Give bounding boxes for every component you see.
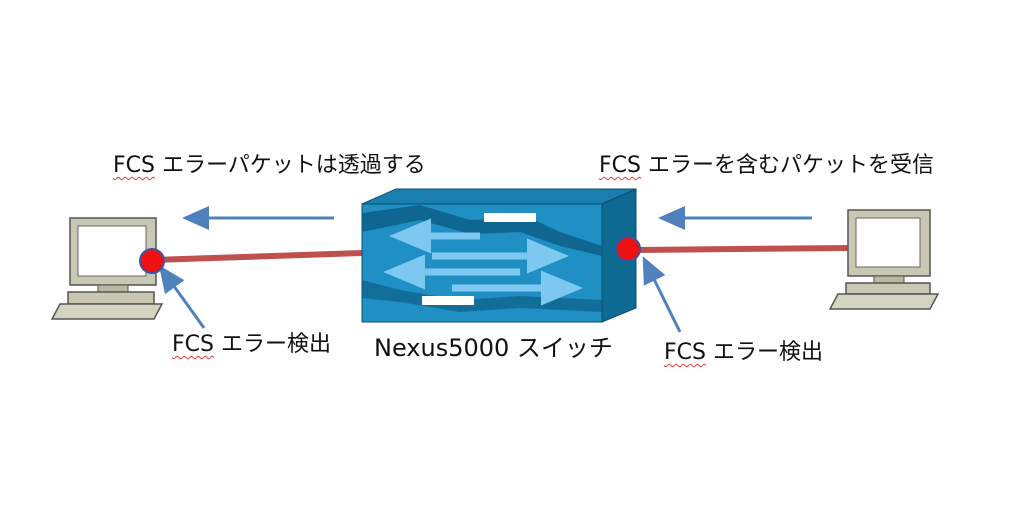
label-receive-error-packet: FCS エラーを含むパケットを受信 (599, 155, 934, 177)
fcs-term: FCS (599, 153, 641, 178)
label-text: エラーパケットは透過する (154, 153, 426, 178)
fcs-term: FCS (664, 340, 706, 365)
label-error-detect-left: FCS エラー検出 (172, 334, 331, 356)
label-text: エラー検出 (705, 340, 823, 365)
pointer-arrow-right (642, 256, 682, 333)
error-dot-right (615, 236, 641, 262)
error-dot-left (139, 248, 165, 274)
pointer-arrow-left (159, 265, 206, 329)
switch-label: Nexus5000 スイッチ (374, 334, 613, 362)
fcs-term: FCS (172, 332, 214, 357)
link-right (629, 245, 853, 253)
computer-left-icon (50, 217, 164, 320)
computer-right-icon (828, 209, 940, 310)
link-left (152, 250, 363, 263)
switch-icon (361, 188, 637, 323)
fcs-term: FCS (113, 153, 155, 178)
label-packet-passthrough: FCS エラーパケットは透過する (113, 155, 426, 177)
label-error-detect-right: FCS エラー検出 (664, 342, 823, 364)
label-text: エラー検出 (213, 332, 331, 357)
label-text: エラーを含むパケットを受信 (640, 153, 934, 178)
